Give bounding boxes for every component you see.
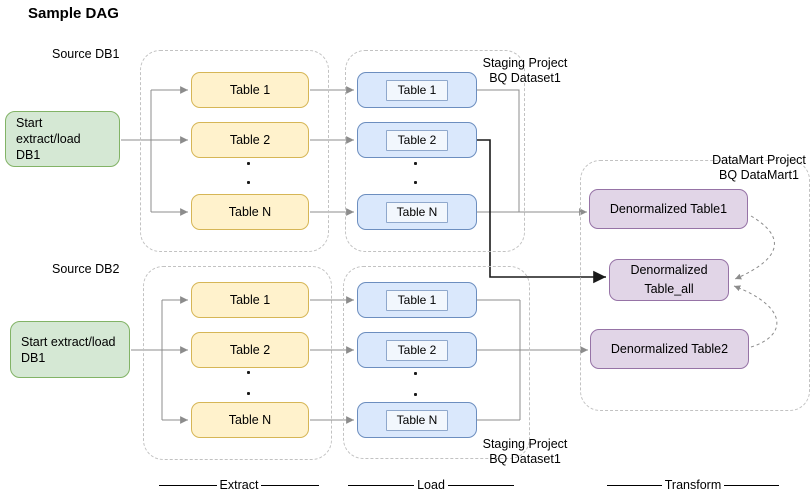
ellipsis-dot [414, 181, 417, 184]
staging-top-line1: Staging Project [482, 56, 568, 70]
load1-table1: Table 1 [357, 72, 477, 108]
stage-extract: Extract [159, 478, 319, 492]
staging-top-line2: BQ Dataset1 [489, 71, 561, 85]
stage-load: Load [348, 478, 514, 492]
ellipsis-dot [414, 393, 417, 396]
source-db2-label: Source DB2 [52, 262, 120, 276]
extract1-table2: Table 2 [191, 122, 309, 158]
load2-table1: Table 1 [357, 282, 477, 318]
load1-tableN-inner: Table N [386, 201, 448, 223]
ellipsis-dot [414, 372, 417, 375]
ellipsis-dot [414, 162, 417, 165]
extract1-table1: Table 1 [191, 72, 309, 108]
load2-tableN-inner: Table N [386, 409, 448, 431]
load2-table2-inner: Table 2 [386, 339, 448, 361]
load1-table2: Table 2 [357, 122, 477, 158]
stage-load-label: Load [417, 478, 445, 492]
stage-rule [724, 484, 779, 486]
datamart-line2: BQ DataMart1 [719, 168, 799, 182]
stage-rule [261, 484, 319, 486]
load1-table1-inner: Table 1 [386, 79, 448, 101]
datamart-line1: DataMart Project [712, 153, 806, 167]
stage-transform-label: Transform [664, 478, 722, 492]
extract1-tableN: Table N [191, 194, 309, 230]
staging-project-label-bottom: Staging Project BQ Dataset1 [463, 437, 587, 467]
source-db1-label: Source DB1 [52, 47, 120, 61]
stage-rule [607, 484, 662, 486]
stage-transform: Transform [607, 478, 779, 492]
staging-bottom-line1: Staging Project [482, 437, 568, 451]
load2-tableN: Table N [357, 402, 477, 438]
load2-table1-inner: Table 1 [386, 289, 448, 311]
extract2-table2: Table 2 [191, 332, 309, 368]
ellipsis-dot [247, 181, 250, 184]
denormalized-table2-node: Denormalized Table2 [590, 329, 749, 369]
group-datamart [580, 160, 810, 411]
group-extract-db2 [143, 266, 332, 460]
ellipsis-dot [247, 371, 250, 374]
stage-rule [159, 484, 217, 486]
stage-rule [348, 484, 415, 486]
stage-rule [447, 484, 514, 486]
staging-bottom-line2: BQ Dataset1 [489, 452, 561, 466]
group-extract-db1 [140, 50, 329, 252]
group-load-db2 [343, 266, 530, 459]
denormalized-table1-node: Denormalized Table1 [589, 189, 748, 229]
diagram-title: Sample DAG [28, 5, 119, 22]
load1-tableN: Table N [357, 194, 477, 230]
load1-table2-inner: Table 2 [386, 129, 448, 151]
staging-project-label-top: Staging Project BQ Dataset1 [463, 56, 587, 86]
load2-table2: Table 2 [357, 332, 477, 368]
ellipsis-dot [247, 162, 250, 165]
extract2-tableN: Table N [191, 402, 309, 438]
extract2-table1: Table 1 [191, 282, 309, 318]
stage-extract-label: Extract [219, 478, 259, 492]
ellipsis-dot [247, 392, 250, 395]
datamart-project-label: DataMart Project BQ DataMart1 [679, 153, 811, 183]
group-load-db1 [345, 50, 525, 252]
